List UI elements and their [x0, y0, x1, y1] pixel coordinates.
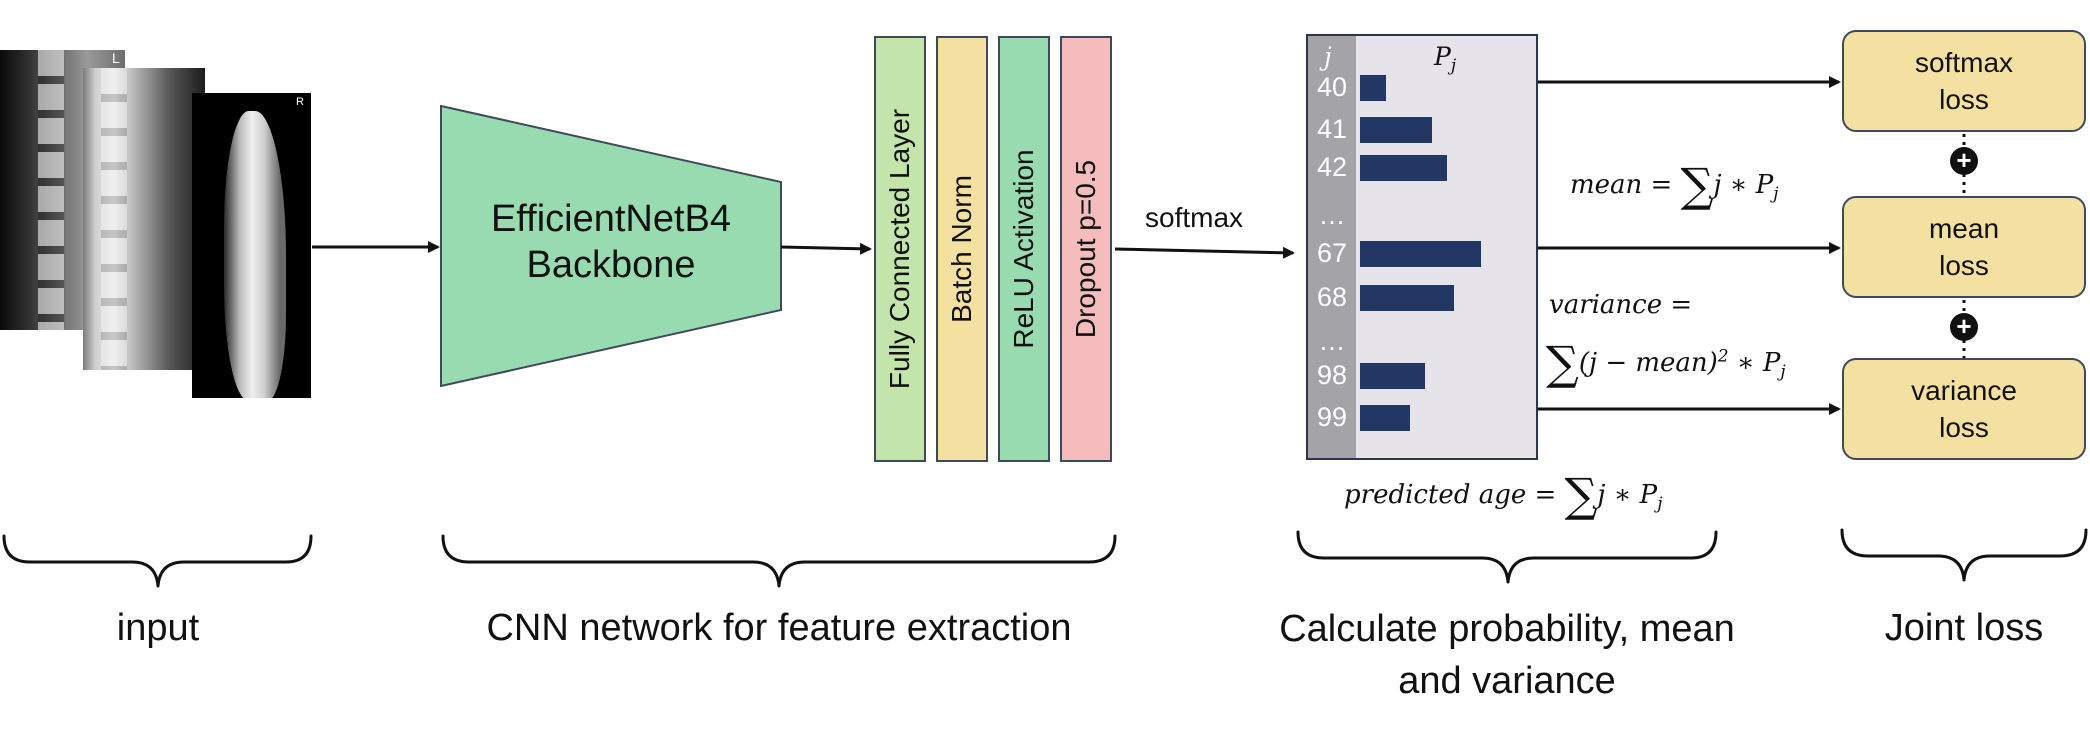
layer-label: Dropout p=0.5 [1070, 159, 1101, 339]
probability-bar [1360, 155, 1447, 181]
probability-bar [1360, 117, 1432, 143]
row-index-label: 99 [1316, 402, 1348, 432]
caption-calc: Calculate probability, mean and variance [1207, 603, 1807, 707]
predicted-lhs: predicted age = [1344, 480, 1557, 510]
xray-marker-left: L [112, 50, 120, 66]
probability-bar [1360, 75, 1386, 101]
caption-calc-line2: and variance [1398, 660, 1616, 702]
index-column [1308, 36, 1356, 458]
loss-label: mean loss [1928, 213, 2000, 281]
brace-calc [1296, 530, 1718, 584]
layer-label: ReLU Activation [1008, 149, 1039, 349]
predicted-subscript: j [1657, 494, 1663, 515]
arrow-backbone-to-layers [780, 242, 872, 255]
variance-rhs-b: ∗ P [1728, 348, 1781, 378]
xray-image-middle [83, 68, 205, 370]
layer-fully-connected: Fully Connected Layer [874, 36, 926, 462]
row-index-label: 98 [1316, 360, 1348, 390]
layer-relu-activation: ReLU Activation [998, 36, 1050, 462]
caption-input: input [116, 607, 200, 649]
row-index-label: 41 [1316, 114, 1348, 144]
caption-joint: Joint loss [1884, 607, 2044, 649]
variance-superscript: 2 [1717, 346, 1729, 367]
mean-formula: mean = ∑j ∗ Pj [1570, 158, 1779, 212]
row-index-label: 40 [1316, 72, 1348, 102]
backbone-label-line1: EfficientNetB4 [490, 198, 732, 240]
brace-input [2, 534, 313, 588]
mean-subscript: j [1773, 184, 1779, 205]
softmax-arrow-label: softmax [1145, 202, 1244, 233]
sigma-symbol: ∑ [1546, 336, 1579, 390]
probability-bar [1360, 241, 1481, 267]
loss-label: variance loss [1911, 375, 2017, 443]
variance-subscript: j [1780, 362, 1786, 383]
row-index-label: 68 [1316, 282, 1348, 312]
probability-bar [1360, 405, 1410, 431]
variance-formula-rhs: ∑(j − mean)2 ∗ Pj [1546, 336, 1786, 390]
probability-bar [1360, 363, 1425, 389]
plus-icon: + [1950, 313, 1978, 341]
xray-marker-right: R [296, 96, 304, 108]
mean-loss-box: mean loss [1842, 196, 2086, 298]
predicted-age-formula: predicted age = ∑j ∗ Pj [1344, 468, 1662, 522]
caption-cnn: CNN network for feature extraction [486, 607, 1072, 649]
plus-icon: + [1950, 147, 1978, 175]
mean-rhs: j ∗ P [1713, 170, 1774, 200]
sigma-symbol: ∑ [1680, 158, 1714, 212]
row-index-label: … [1318, 326, 1346, 356]
variance-loss-box: variance loss [1842, 358, 2086, 460]
row-index-label: 42 [1316, 152, 1348, 182]
brace-joint [1840, 528, 2088, 582]
header-j: j [1324, 42, 1332, 71]
caption-calc-line1: Calculate probability, mean [1279, 608, 1735, 650]
backbone-label: EfficientNetB4 Backbone [441, 196, 781, 288]
mean-lhs: mean = [1570, 170, 1673, 200]
variance-rhs-a: (j − mean) [1578, 348, 1718, 378]
arrow-softmax [1114, 246, 1295, 259]
layer-label: Fully Connected Layer [884, 108, 915, 390]
header-p-subscript: j [1450, 56, 1457, 76]
xray-image-lateral [192, 93, 311, 398]
header-p: Pj [1434, 42, 1456, 76]
probability-bar [1360, 285, 1454, 311]
layer-dropout: Dropout p=0.5 [1060, 36, 1112, 462]
row-index-label: 67 [1316, 238, 1348, 268]
backbone-trapezoid [440, 104, 782, 388]
backbone-label-line2: Backbone [526, 244, 696, 286]
loss-label: softmax loss [1914, 47, 2014, 115]
variance-formula-lhs: variance = [1549, 290, 1693, 320]
softmax-loss-box: softmax loss [1842, 30, 2086, 132]
predicted-rhs: j ∗ P [1597, 480, 1658, 510]
probability-table: j Pj 40 41 42 … 67 68 … 98 99 [1306, 34, 1538, 460]
header-p-symbol: P [1434, 42, 1451, 71]
sigma-symbol: ∑ [1564, 468, 1598, 522]
layer-label: Batch Norm [946, 175, 977, 323]
row-index-label: … [1318, 200, 1346, 230]
layer-batch-norm: Batch Norm [936, 36, 988, 462]
brace-cnn [441, 534, 1117, 588]
